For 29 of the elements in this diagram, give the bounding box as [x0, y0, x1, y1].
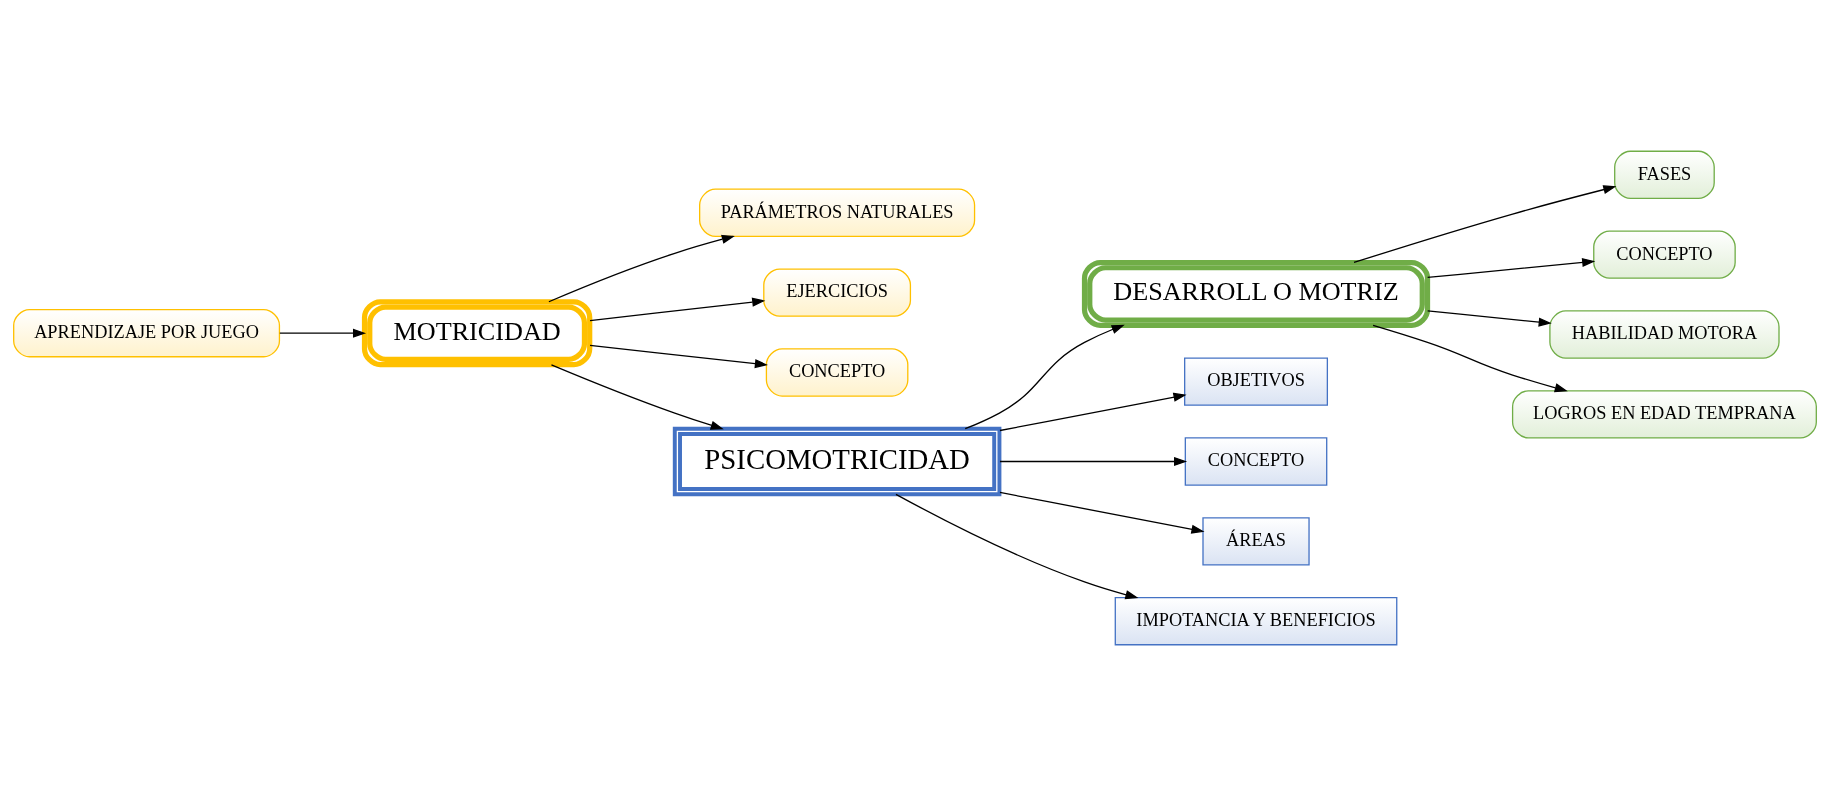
arrow [279, 328, 367, 338]
node-box: DESARROLL O MOTRIZ [1081, 259, 1431, 328]
node-box: CONCEPTO [1184, 436, 1328, 486]
arrow [895, 493, 1139, 599]
node-box: IMPOTANCIA Y BENEFICIOS [1114, 596, 1398, 645]
node-box: FASES [1614, 150, 1715, 199]
node-box: HABILIDAD MOTORA [1549, 309, 1780, 359]
arrow [999, 392, 1187, 431]
arrow [964, 324, 1125, 429]
node-box: OBJETIVOS [1184, 356, 1328, 406]
node-box: EJERCICIOS [763, 267, 912, 317]
arrow [999, 491, 1205, 534]
arrow [589, 297, 766, 321]
arrow [1427, 309, 1552, 327]
arrow [1353, 184, 1617, 263]
arrow [1372, 324, 1568, 392]
node-box: PARÁMETROS NATURALES [699, 188, 976, 237]
node-box: MOTRICIDAD [361, 298, 593, 367]
node-box: LOGROS EN EDAD TEMPRANA [1511, 389, 1817, 439]
node-box: APRENDIZAJE POR JUEGO [13, 308, 281, 357]
arrow [1427, 257, 1596, 278]
node-box: CONCEPTO [1593, 229, 1736, 279]
arrow [548, 234, 735, 302]
node-box: CONCEPTO [765, 347, 909, 397]
arrow [589, 344, 768, 368]
node-box: ÁREAS [1202, 516, 1310, 566]
node-box: PSICOMOTRICIDAD [672, 426, 1002, 496]
arrow [999, 456, 1188, 466]
arrow [550, 363, 724, 430]
